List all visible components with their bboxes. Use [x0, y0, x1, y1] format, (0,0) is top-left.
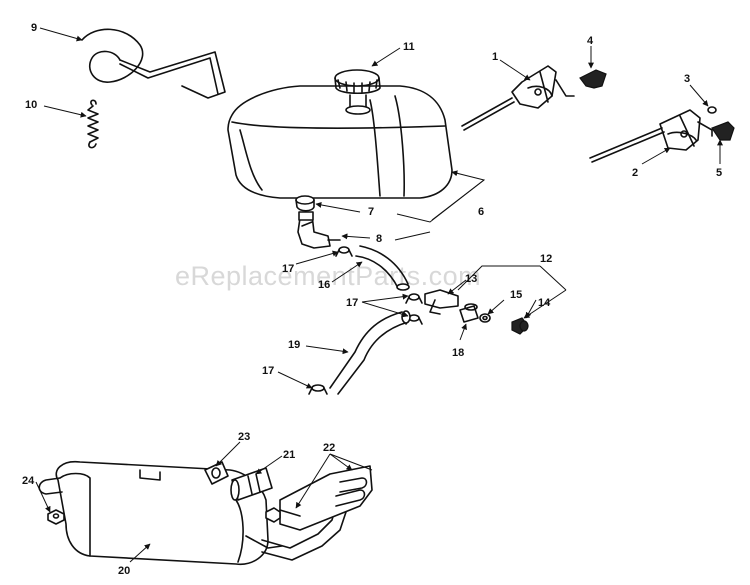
part-11-fuel-cap: [334, 69, 381, 115]
callout-17-middle: 17: [346, 297, 358, 309]
callout-1: 1: [492, 51, 498, 63]
part-19-fuel-line: [329, 310, 411, 395]
part-14-knob: [511, 317, 529, 335]
callout-17-lower: 17: [262, 365, 274, 377]
callout-6: 6: [478, 206, 484, 218]
part-18-filter: [459, 303, 479, 323]
callout-16: 16: [318, 279, 330, 291]
callout-8: 8: [376, 233, 382, 245]
part-24-nut: [47, 509, 65, 525]
part-21-exhaust-tube: [230, 467, 273, 501]
callout-23: 23: [238, 431, 250, 443]
callout-12: 12: [540, 253, 552, 265]
part-17-clamp-upper: [335, 246, 353, 257]
part-8-shutoff-valve: [297, 211, 341, 249]
callout-13: 13: [465, 273, 477, 285]
callout-19: 19: [288, 339, 300, 351]
part-20-muffler: [38, 460, 283, 565]
part-4-control-knob: [579, 69, 607, 89]
callout-9: 9: [31, 22, 37, 34]
callout-3: 3: [684, 73, 690, 85]
part-10-spring: [87, 99, 99, 149]
part-2-control-bracket: [589, 109, 713, 163]
part-13-tee-fitting: [424, 289, 459, 315]
callout-2: 2: [632, 167, 638, 179]
leader-lines: [35, 27, 723, 563]
callout-14: 14: [538, 297, 551, 309]
part-1-control-bracket: [461, 65, 575, 131]
part-3-screw: [707, 106, 717, 114]
callout-21: 21: [283, 449, 295, 461]
callout-7: 7: [368, 206, 374, 218]
callout-17-upper: 17: [282, 263, 294, 275]
part-5-control-knob: [711, 121, 735, 141]
callout-15: 15: [510, 289, 522, 301]
callout-5: 5: [716, 167, 722, 179]
callout-4: 4: [587, 35, 594, 47]
part-6-fuel-tank: [227, 85, 453, 199]
part-15-washer: [479, 313, 491, 323]
part-17-clamp-lower: [308, 384, 328, 395]
callout-20: 20: [118, 565, 130, 577]
callout-10: 10: [25, 99, 37, 111]
hex-nut: [265, 507, 281, 523]
callout-22: 22: [323, 442, 335, 454]
part-7-grommet: [295, 195, 315, 212]
callout-11: 11: [403, 41, 415, 53]
watermark-text: eReplacementParts.com: [175, 261, 481, 291]
part-22-heat-shield: [279, 465, 373, 531]
part-16-fuel-line: [355, 245, 410, 291]
callout-24: 24: [22, 475, 35, 487]
part-9-wire-bracket: [81, 28, 226, 99]
callout-18: 18: [452, 347, 464, 359]
callout-labels: 9 10 11 1 4 3 2 5 6 7 8 17 16 13 12 15 1…: [22, 22, 722, 577]
